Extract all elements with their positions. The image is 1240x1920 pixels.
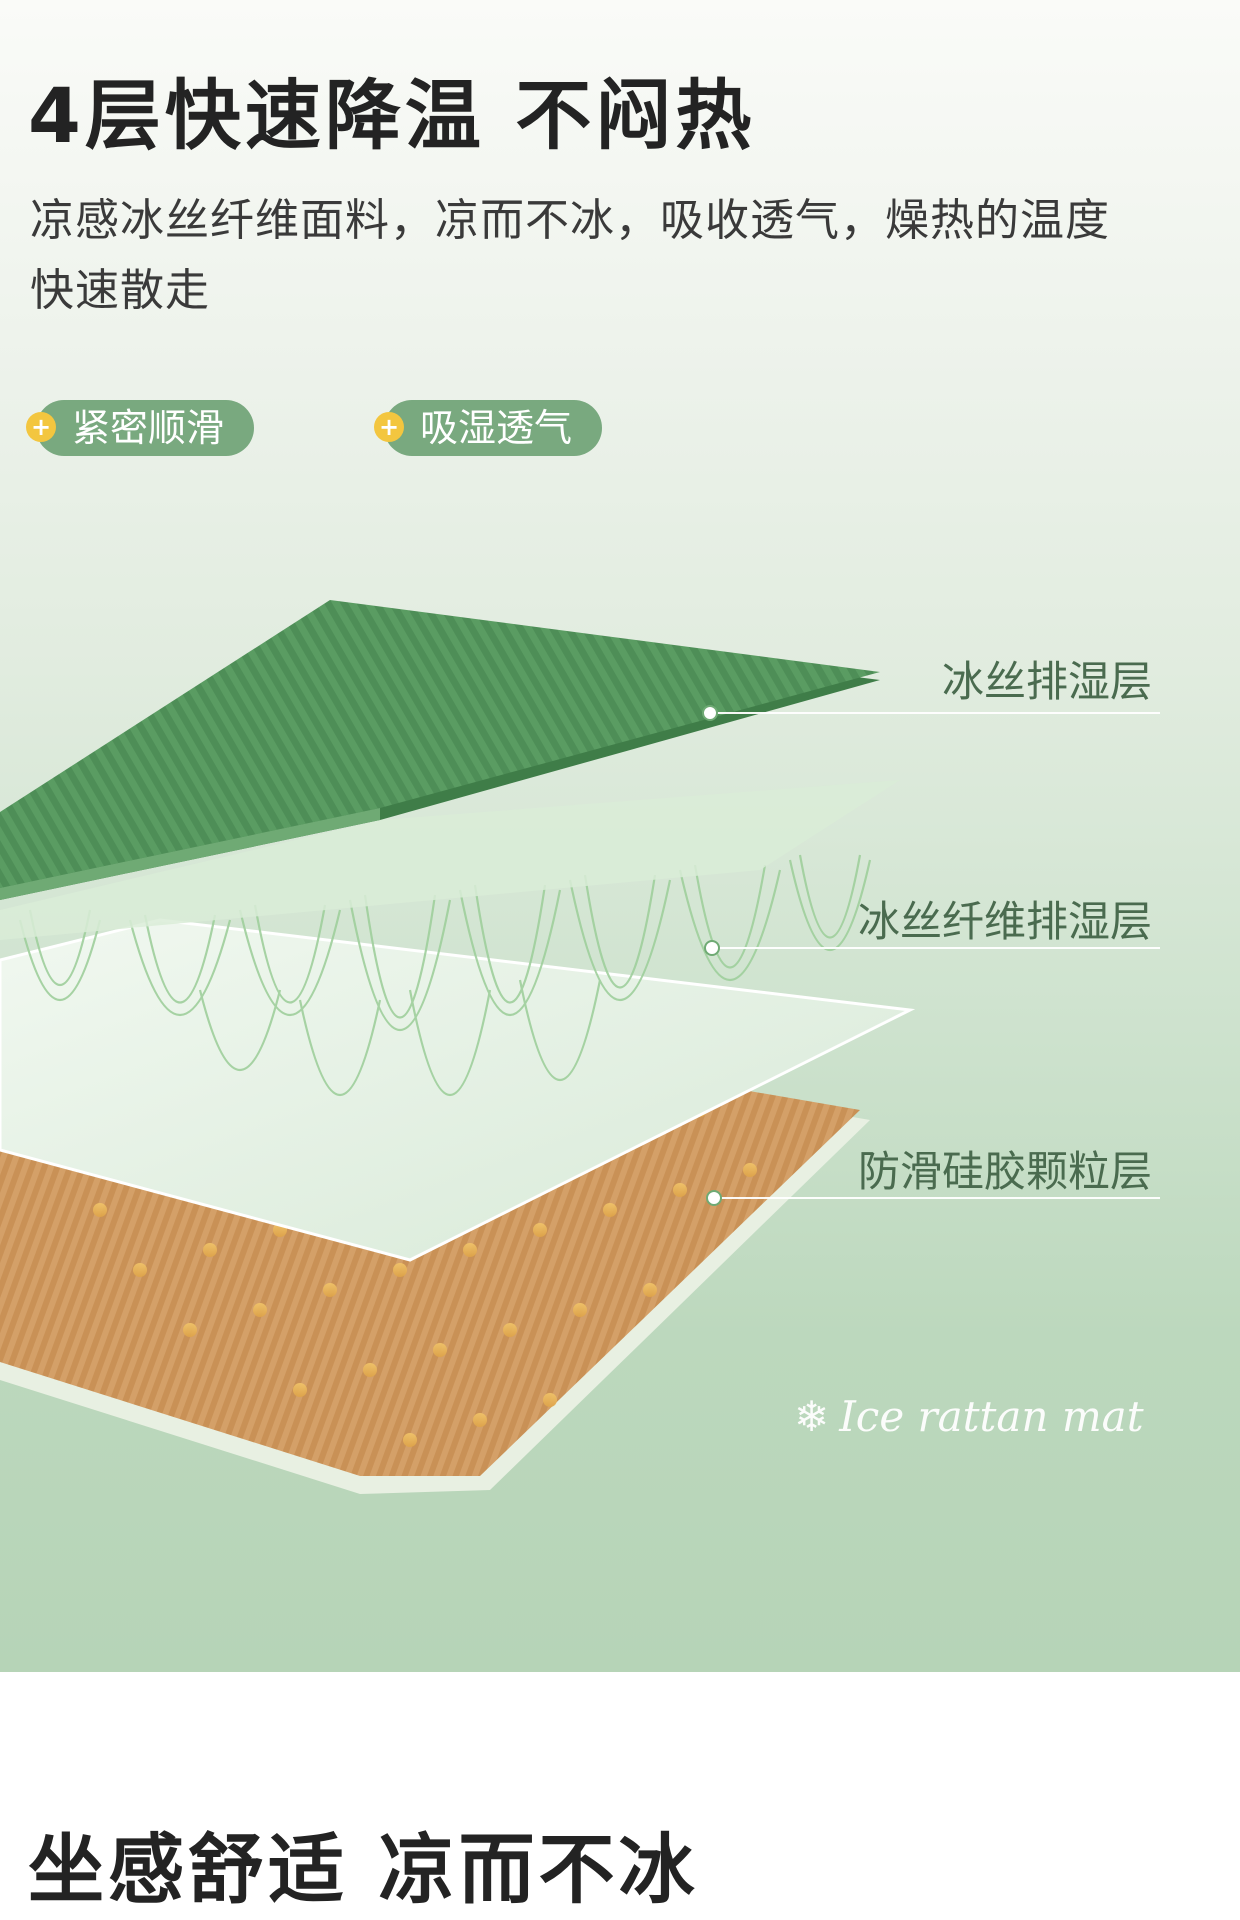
brand-caption: ❄Ice rattan mat bbox=[794, 1392, 1144, 1441]
section-title: 坐感舒适 凉而不冰 bbox=[28, 1825, 699, 1914]
brand-text: Ice rattan mat bbox=[839, 1392, 1144, 1441]
feature-tag-label: 吸湿透气 bbox=[420, 406, 573, 450]
feature-tag-label: 紧密顺滑 bbox=[72, 406, 225, 450]
leader-dot bbox=[702, 705, 718, 721]
plus-icon: + bbox=[374, 412, 404, 442]
feature-tag-breathable: + 吸湿透气 bbox=[374, 400, 603, 456]
layer-label-fiber: 冰丝纤维排湿层 bbox=[857, 897, 1152, 946]
leader-dot bbox=[706, 1190, 722, 1206]
top-layer-shape bbox=[0, 600, 880, 900]
layer-label-ice-silk: 冰丝排湿层 bbox=[941, 657, 1152, 706]
leader-dot bbox=[704, 940, 720, 956]
feature-tag-smooth: + 紧密顺滑 bbox=[26, 400, 255, 456]
feature-panel: 4层快速降温 不闷热 凉感冰丝纤维面料，凉而不冰，吸收透气，燥热的温度快速散走 … bbox=[0, 0, 1240, 1672]
description-text: 凉感冰丝纤维面料，凉而不冰，吸收透气，燥热的温度快速散走 bbox=[30, 195, 1110, 316]
page-title: 4层快速降温 不闷热 bbox=[28, 71, 756, 160]
layer-structure-illustration bbox=[0, 600, 1160, 1494]
snowflake-icon: ❄ bbox=[794, 1392, 830, 1441]
plus-icon: + bbox=[26, 412, 56, 442]
layer-label-silicone: 防滑硅胶颗粒层 bbox=[857, 1147, 1152, 1196]
